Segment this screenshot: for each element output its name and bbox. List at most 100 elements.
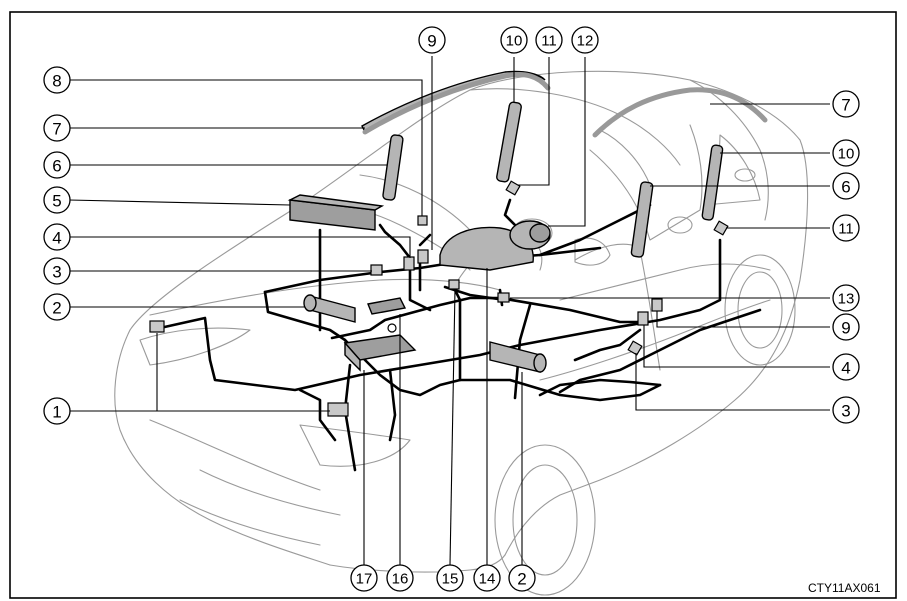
callout-7: 7 [832, 90, 860, 118]
figure-frame [9, 11, 897, 599]
callout-number: 14 [479, 571, 496, 588]
callout-circle [832, 139, 860, 167]
callout-7: 7 [43, 114, 71, 142]
occupant-sensor [448, 279, 460, 290]
callout-number: 12 [577, 33, 594, 50]
curtain-sensor-left [417, 215, 428, 226]
driver-airbag-hub [529, 223, 551, 243]
rear-seat-side-airbag-left [496, 101, 522, 183]
callout-10: 10 [500, 26, 528, 54]
callout-number: 9 [841, 319, 850, 338]
callout-15: 15 [436, 564, 464, 592]
callout-13: 13 [832, 284, 860, 312]
seat-belt-buckle-switch-left [417, 249, 429, 264]
callout-circle [832, 90, 860, 118]
callout-14: 14 [473, 564, 501, 592]
callout-circle [350, 564, 378, 592]
callout-circle [43, 223, 71, 251]
callout-circle [832, 172, 860, 200]
rear-seat-side-airbag-right [701, 144, 724, 221]
callout-number: 1 [52, 403, 61, 422]
side-impact-sensor-left [370, 264, 383, 276]
rear-side-sensor-right [713, 220, 729, 236]
callout-circle [43, 397, 71, 425]
callout-circle [436, 564, 464, 592]
callout-11: 11 [535, 26, 563, 54]
callout-number: 2 [517, 570, 526, 589]
knee-airbag-top [287, 194, 385, 211]
seat-belt-pretensioner-right [637, 311, 649, 326]
callout-circle [43, 114, 71, 142]
callout-number: 13 [838, 291, 855, 308]
callout-number: 7 [52, 120, 61, 139]
callout-6: 6 [43, 151, 71, 179]
callout-2: 2 [43, 293, 71, 321]
callout-number: 15 [442, 571, 459, 588]
callout-4: 4 [832, 353, 860, 381]
callout-11: 11 [832, 214, 860, 242]
wiring-harness [158, 198, 762, 472]
callout-number: 2 [52, 299, 61, 318]
callout-3: 3 [832, 396, 860, 424]
callout-number: 3 [52, 263, 61, 282]
callout-number: 6 [841, 178, 850, 197]
callout-number: 17 [356, 571, 373, 588]
rear-side-sensor-left [505, 180, 521, 196]
front-impact-sensor-right [327, 402, 349, 417]
callout-number: 16 [392, 571, 409, 588]
callout-circle [832, 313, 860, 341]
callout-circle [832, 353, 860, 381]
callout-number: 10 [838, 146, 855, 163]
side-impact-sensor-right [627, 340, 643, 356]
callout-number: 7 [841, 96, 850, 115]
seat-belt-buckle-switch-right [651, 298, 663, 312]
callout-number: 9 [427, 32, 436, 51]
leader-lines [68, 56, 830, 566]
callout-3: 3 [43, 257, 71, 285]
callout-circle [43, 66, 71, 94]
callout-circle [832, 396, 860, 424]
callout-number: 8 [52, 72, 61, 91]
callout-circle [43, 257, 71, 285]
callout-circle [43, 186, 71, 214]
callout-number: 6 [52, 157, 61, 176]
callout-number: 11 [541, 33, 557, 50]
callout-number: 3 [841, 402, 850, 421]
airbag-sensor-assembly-side [344, 341, 361, 372]
callout-circle [43, 151, 71, 179]
front-seat-side-airbag-left [382, 134, 404, 201]
callout-circle [508, 564, 536, 592]
curtain-airbag-right [592, 87, 768, 138]
callout-17: 17 [350, 564, 378, 592]
callout-10: 10 [832, 139, 860, 167]
callout-circle [571, 26, 599, 54]
callout-9: 9 [418, 26, 446, 54]
callout-circle [535, 26, 563, 54]
seat-position-sensor [367, 297, 407, 315]
seat-cushion-airbag-left [309, 295, 356, 323]
callout-9: 9 [832, 313, 860, 341]
callout-circle [832, 284, 860, 312]
callout-1: 1 [43, 397, 71, 425]
callout-circle [473, 564, 501, 592]
callout-number: 4 [841, 359, 850, 378]
callout-6: 6 [832, 172, 860, 200]
callout-number: 4 [52, 229, 61, 248]
callout-circle [386, 564, 414, 592]
callout-circle [418, 26, 446, 54]
callout-4: 4 [43, 223, 71, 251]
callout-circle [500, 26, 528, 54]
seat-cushion-airbag-left-end [303, 294, 317, 312]
front-passenger-occupant-classification [497, 292, 510, 303]
callout-5: 5 [43, 186, 71, 214]
callout-8: 8 [43, 66, 71, 94]
front-seat-side-airbag-right [630, 181, 654, 258]
callout-number: 5 [52, 192, 61, 211]
callout-circle [832, 214, 860, 242]
passenger-airbag-indicator [387, 323, 397, 333]
seat-belt-pretensioner-left [403, 256, 415, 271]
callout-12: 12 [571, 26, 599, 54]
